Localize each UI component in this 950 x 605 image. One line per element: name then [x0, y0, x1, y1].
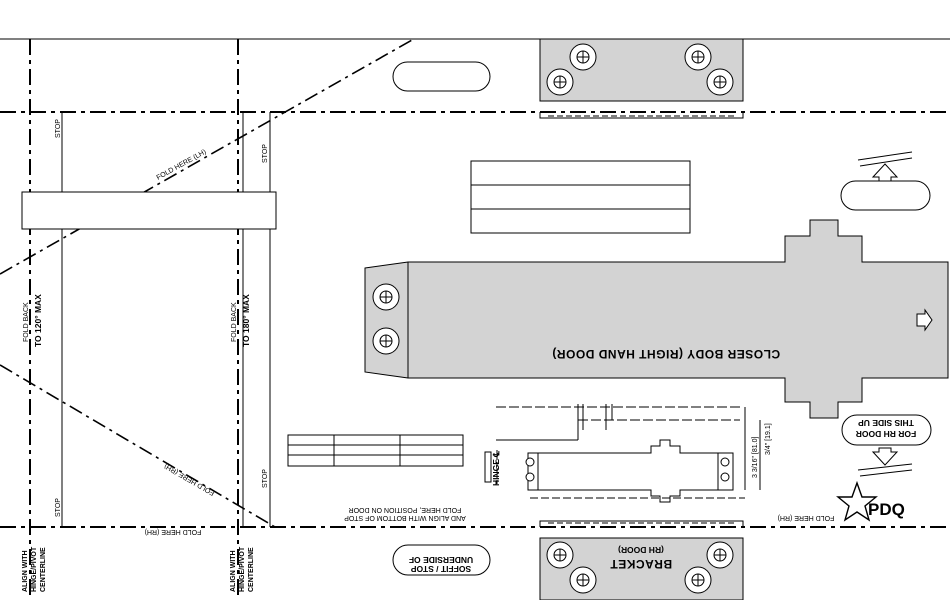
header-strip [21, 191, 277, 230]
fold-stop-label: FOLD HERE, POSITION ON DOOR [349, 506, 462, 513]
arrow-down-icon [871, 447, 899, 466]
screw-hole-icon [569, 43, 597, 71]
arrow-up-icon [871, 163, 899, 182]
screw-hole-icon [684, 566, 712, 594]
label-box [470, 160, 691, 234]
this-side-up-label: FOR RH DOOR [856, 429, 916, 439]
fold-back-180-label: TO 180° MAX [241, 294, 251, 347]
screw-hole-icon [706, 541, 734, 569]
underside-soffit-box: UNDERSIDE OF SOFFIT / STOP [392, 544, 491, 576]
this-side-up-box: THIS SIDE UP FOR RH DOOR [841, 414, 932, 446]
arrow-right-icon [916, 308, 933, 332]
door-edge-icon [857, 151, 913, 477]
screw-hole-icon [684, 43, 712, 71]
fold-here-rh-right-label: FOLD HERE (RH) [778, 514, 835, 521]
closer-detail-drawing: 3 3/16" [81.0] 3/4" [19.1] HINGE ℄ [484, 404, 772, 503]
screw-hole-icon [569, 566, 597, 594]
screw-hole-icon [546, 541, 574, 569]
closer-body-label: CLOSER BODY (RIGHT HAND DOOR) [552, 347, 780, 361]
hinge-centerline-label: HINGE ℄ [491, 451, 501, 486]
fold-here-rh-bottom-label: FOLD HERE (RH) [145, 528, 202, 535]
stop-label: STOP [55, 498, 62, 517]
this-side-up-label: THIS SIDE UP [858, 418, 914, 428]
align-hinge-label-left: ALIGN WITH HINGE/PIVOT CENTERLINE [22, 546, 47, 592]
slot-top [392, 61, 491, 92]
screw-hole-icon [546, 68, 574, 96]
top-bracket [539, 38, 744, 119]
stop-label: STOP [262, 144, 269, 163]
svg-text:CENTERLINE: CENTERLINE [248, 547, 255, 592]
dimension-label: 3 3/16" [81.0] [752, 437, 759, 478]
screw-hole-icon [372, 283, 400, 311]
logo-text: PDQ [868, 500, 905, 519]
screw-hole-icon [706, 68, 734, 96]
fold-here-rh-label: FOLD HERE (RH) [163, 462, 216, 496]
pdq-logo: PDQ [836, 480, 905, 522]
screw-hole-icon [372, 327, 400, 355]
svg-text:ALIGN WITH: ALIGN WITH [22, 550, 29, 592]
svg-text:CENTERLINE: CENTERLINE [40, 547, 47, 592]
small-table [287, 434, 464, 467]
svg-text:ALIGN WITH: ALIGN WITH [230, 550, 237, 592]
fold-stop-label: AND ALIGN WITH BOTTOM OF STOP [344, 514, 466, 521]
fold-back-120-label: TO 120° MAX [33, 294, 43, 347]
slot-right [840, 180, 931, 211]
stop-label: STOP [262, 469, 269, 488]
diagonal-fold-lines [0, 39, 413, 528]
svg-text:HINGE/PIVOT: HINGE/PIVOT [31, 546, 38, 592]
closer-body: CLOSER BODY (RIGHT HAND DOOR) [364, 219, 949, 419]
align-hinge-label-right: ALIGN WITH HINGE/PIVOT CENTERLINE [230, 546, 255, 592]
bottom-bracket: BRACKET (RH DOOR) [539, 520, 744, 601]
fold-here-lh-label: FOLD HERE (LH) [156, 149, 208, 182]
fold-back-label: FOLD BACK [231, 302, 238, 342]
underside-label: SOFFIT / STOP [411, 564, 472, 574]
stop-label: STOP [55, 119, 62, 138]
dimension-label: 3/4" [19.1] [765, 423, 772, 455]
bracket-sub-label: (RH DOOR) [618, 545, 664, 555]
svg-text:HINGE/PIVOT: HINGE/PIVOT [239, 546, 246, 592]
fold-back-label: FOLD BACK [23, 302, 30, 342]
bracket-label: BRACKET [610, 557, 672, 571]
underside-label: UNDERSIDE OF [409, 555, 473, 565]
